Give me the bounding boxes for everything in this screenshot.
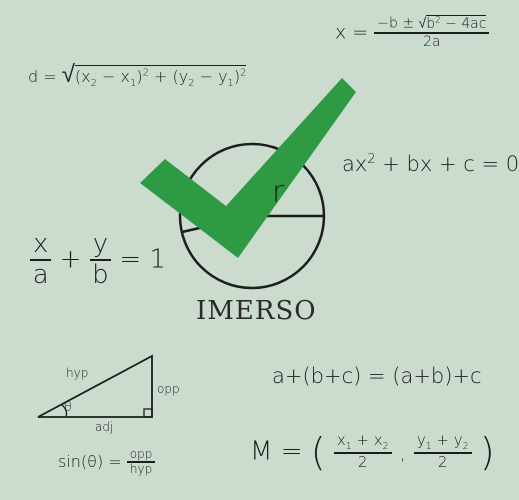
sine-numerator: opp	[126, 447, 156, 464]
intercept-rhs: = 1	[119, 244, 166, 275]
canvas: r IMERSO d = √(x2 − x1)2 + (y2 − y1)2 x …	[28, 14, 519, 477]
distance-part-f: )	[233, 67, 241, 86]
midpoint-s1: 1	[345, 441, 352, 453]
x-over-a: x a	[30, 230, 52, 290]
right-angle-marker	[143, 408, 153, 418]
midpoint-y1: y	[416, 431, 426, 450]
check-mark-icon	[140, 78, 356, 258]
triangle-shape	[37, 354, 153, 418]
sine-formula: sin(θ) = opp hyp	[58, 447, 156, 477]
distance-sub-x2: 2	[90, 78, 97, 90]
quadratic-equation: ax2 + bx + c = 0	[342, 152, 519, 176]
midpoint-x1: x	[336, 431, 346, 450]
triangle-opp-label: opp	[157, 382, 180, 396]
distance-sub-y2: 2	[188, 78, 195, 90]
distance-lhs: d =	[28, 67, 57, 86]
y-over-b: y b	[89, 230, 112, 290]
midpoint-den1: 2	[357, 453, 368, 472]
distance-sub-x1: 1	[130, 78, 137, 90]
intercept-equation: x a + y b = 1	[30, 230, 166, 290]
quadratic-num-sq: 2	[435, 15, 441, 25]
distance-part-d: + (y	[148, 67, 189, 86]
sqrt-sign: √	[418, 15, 427, 32]
sqrt-sign: √	[61, 60, 75, 88]
left-paren: (	[310, 430, 326, 474]
triangle-adj-label: adj	[95, 420, 114, 434]
quadratic-denominator: 2a	[423, 34, 441, 51]
midpoint-s4: 2	[462, 441, 469, 453]
quadratic-num-a: −b ±	[377, 15, 419, 32]
associative-property: a+(b+c) = (a+b)+c	[272, 364, 482, 388]
distance-square-2: 2	[240, 67, 247, 79]
brand-name: IMERSO	[196, 296, 317, 326]
midpoint-comma: ,	[399, 443, 406, 465]
triangle-theta-label: θ	[64, 400, 72, 415]
midpoint-lhs: M =	[250, 436, 303, 467]
circle-icon	[178, 142, 326, 290]
sine-lhs: sin(θ) =	[58, 451, 122, 471]
midpoint-s3: 1	[425, 441, 432, 453]
midpoint-den2: 2	[437, 453, 448, 472]
midpoint-x-fraction: x1 + x2 2	[333, 431, 392, 472]
quadratic-eq-sq: 2	[367, 152, 376, 167]
quadratic-eq-rest: + bx + c = 0	[375, 152, 519, 176]
midpoint-y-numerator: y1 + y2	[413, 431, 472, 455]
midpoint-plus1: + x	[351, 431, 383, 450]
right-paren: )	[479, 430, 495, 474]
distance-formula: d = √(x2 − x1)2 + (y2 − y1)2	[28, 60, 247, 90]
midpoint-plus2: + y	[431, 431, 463, 450]
distance-part-c: )	[136, 67, 143, 86]
a-denominator: a	[32, 259, 49, 290]
distance-square-1: 2	[142, 67, 149, 79]
b-denominator: b	[92, 259, 109, 290]
distance-part-a: (x	[74, 67, 91, 86]
radius-label: r	[272, 175, 285, 210]
sine-denominator: hyp	[129, 462, 153, 477]
quadratic-num-c: − 4ac	[440, 15, 487, 32]
midpoint-formula: M = ( x1 + x2 2 , y1 + y2 2 )	[250, 430, 495, 474]
quadratic-formula: x = −b ± √b2 − 4ac 2a	[335, 14, 490, 51]
quadratic-eq-a: ax	[342, 152, 368, 176]
distance-part-e: − y	[194, 67, 228, 86]
distance-sub-y1: 1	[227, 78, 234, 90]
quadratic-fraction: −b ± √b2 − 4ac 2a	[374, 14, 490, 51]
intercept-plus: +	[59, 244, 82, 275]
quadratic-numerator: −b ± √b2 − 4ac	[374, 14, 490, 35]
angle-arc	[61, 404, 68, 418]
triangle-hyp-label: hyp	[66, 366, 89, 380]
y-numerator: y	[89, 230, 112, 261]
distance-part-b: − x	[96, 67, 130, 86]
midpoint-y-fraction: y1 + y2 2	[413, 431, 472, 472]
x-numerator: x	[30, 230, 52, 261]
midpoint-s2: 2	[382, 441, 389, 453]
quadratic-num-b: b	[426, 15, 436, 32]
midpoint-x-numerator: x1 + x2	[333, 431, 392, 455]
quadratic-lhs: x =	[335, 21, 369, 44]
emblem-graphic	[37, 78, 356, 418]
sine-fraction: opp hyp	[126, 447, 156, 477]
